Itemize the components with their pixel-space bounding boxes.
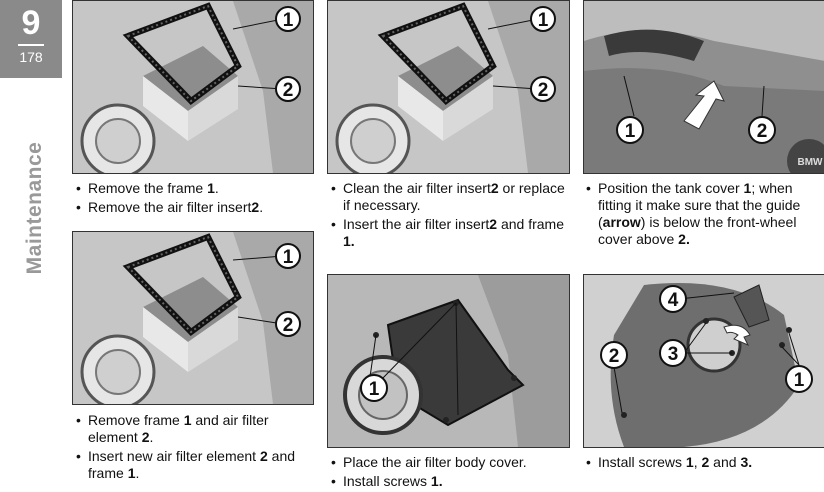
air-filter-insert-image: 1 2 (328, 1, 569, 173)
step-text: , (693, 454, 702, 470)
step-text: ) is below the front-wheel cover above (598, 214, 797, 247)
air-filter-frame-image: 1 2 (73, 1, 313, 173)
page-number: 178 (19, 49, 43, 65)
step-list: Remove the frame 1.Remove the air filter… (75, 180, 313, 216)
caption-new-element: Remove frame 1 and air filter element 2.… (75, 412, 313, 484)
callout-2: 2 (757, 121, 768, 142)
step-emphasis: 2 (490, 180, 499, 196)
step-list: Install screws 1, 2 and 3. (585, 454, 823, 471)
callout-1: 1 (369, 379, 380, 400)
step-emphasis: 2 (701, 454, 710, 470)
step-text: Install screws (343, 473, 431, 489)
callout-3: 3 (668, 344, 679, 365)
step-list: Place the air filter body cover. Install … (330, 454, 568, 490)
step-text: ; when fitting it make sure that the gui… (598, 180, 801, 230)
step-item: Remove the air filter insert2. (75, 199, 313, 216)
callout-1: 1 (625, 121, 636, 142)
step-text: . (214, 180, 219, 196)
caption-install-screws: Install screws 1, 2 and 3. (585, 454, 823, 473)
step-text: Insert new air filter element (88, 448, 260, 464)
caption-remove-frame: Remove the frame 1.Remove the air filter… (75, 180, 313, 218)
tank-cover-image: 1 2 BMW (584, 1, 824, 173)
step-emphasis: 1 (207, 180, 215, 196)
step-emphasis: 2. (678, 231, 690, 247)
air-filter-element-image: 1 2 (73, 232, 313, 404)
photo-body-cover: 1 (327, 274, 570, 448)
step-list: Clean the air filter insert2 or replace … (330, 180, 568, 250)
photo-new-element: 1 2 (72, 231, 314, 405)
caption-clean-insert: Clean the air filter insert2 or replace … (330, 180, 568, 252)
callout-1: 1 (794, 370, 805, 391)
step-item: Insert new air filter element 2 and fram… (75, 448, 313, 482)
step-text: Install screws (598, 454, 686, 470)
step-item: Remove the frame 1. (75, 180, 313, 197)
step-emphasis: 2 (259, 448, 268, 464)
step-text: . (259, 199, 264, 215)
step-text: Remove frame (88, 412, 184, 428)
step-emphasis: arrow (602, 214, 641, 230)
step-emphasis: 3. (740, 454, 753, 470)
callout-2: 2 (283, 315, 294, 336)
step-text: Insert the air filter insert (343, 216, 490, 232)
step-text: . (149, 429, 154, 445)
step-item: Install screws 1, 2 and 3. (585, 454, 823, 471)
step-emphasis: 1 (685, 454, 694, 470)
callout-4: 4 (668, 290, 679, 311)
step-emphasis: 1 (183, 412, 192, 428)
callout-2: 2 (283, 80, 294, 101)
step-text: . (135, 465, 140, 481)
caption-tank-cover: Position the tank cover 1; when fitting … (585, 180, 823, 250)
step-text: Remove the frame (88, 180, 208, 196)
step-emphasis: 1. (343, 233, 355, 249)
step-item: Place the air filter body cover. (330, 454, 568, 471)
step-text: Place the air filter body cover. (343, 454, 527, 470)
photo-remove-frame: 1 2 (72, 0, 314, 174)
bmw-logo: BMW (798, 157, 824, 168)
step-emphasis: 1. (430, 473, 443, 489)
step-text: and frame (497, 216, 565, 232)
step-item: Install screws 1. (330, 473, 568, 490)
step-emphasis: 2 (141, 429, 150, 445)
chapter-number: 9 (21, 4, 41, 42)
step-emphasis: 2 (489, 216, 498, 232)
section-title: Maintenance (23, 141, 46, 274)
step-text: and frame (88, 448, 296, 481)
step-text: Clean the air filter insert (343, 180, 491, 196)
section-label: Maintenance (20, 140, 50, 275)
step-text: and (709, 454, 741, 470)
step-emphasis: 1 (127, 465, 136, 481)
callout-2: 2 (609, 346, 620, 367)
step-item: Clean the air filter insert2 or replace … (330, 180, 568, 214)
callout-2: 2 (538, 80, 549, 101)
photo-install-screws: 4 2 3 1 (583, 274, 824, 448)
air-filter-body-cover-image: 1 (328, 275, 569, 447)
photo-clean-insert: 1 2 (327, 0, 570, 174)
step-emphasis: 2 (251, 199, 260, 215)
callout-1: 1 (538, 10, 549, 31)
step-list: Position the tank cover 1; when fitting … (585, 180, 823, 248)
tank-screws-image: 4 2 3 1 (584, 275, 824, 447)
chapter-divider (18, 44, 44, 46)
step-item: Position the tank cover 1; when fitting … (585, 180, 823, 248)
step-text: Remove the air filter insert (88, 199, 252, 215)
step-text: Position the tank cover (598, 180, 744, 196)
step-text: or replace if necessary. (343, 180, 565, 213)
photo-tank-cover: 1 2 BMW (583, 0, 824, 174)
step-list: Remove frame 1 and air filter element 2.… (75, 412, 313, 482)
caption-body-cover: Place the air filter body cover. Install … (330, 454, 568, 492)
step-text: and air filter element (88, 412, 269, 445)
step-item: Insert the air filter insert2 and frame … (330, 216, 568, 250)
step-emphasis: 1 (743, 180, 752, 196)
step-item: Remove frame 1 and air filter element 2. (75, 412, 313, 446)
callout-1: 1 (283, 10, 294, 31)
callout-1: 1 (283, 247, 294, 268)
chapter-tab: 9 178 (0, 0, 62, 78)
